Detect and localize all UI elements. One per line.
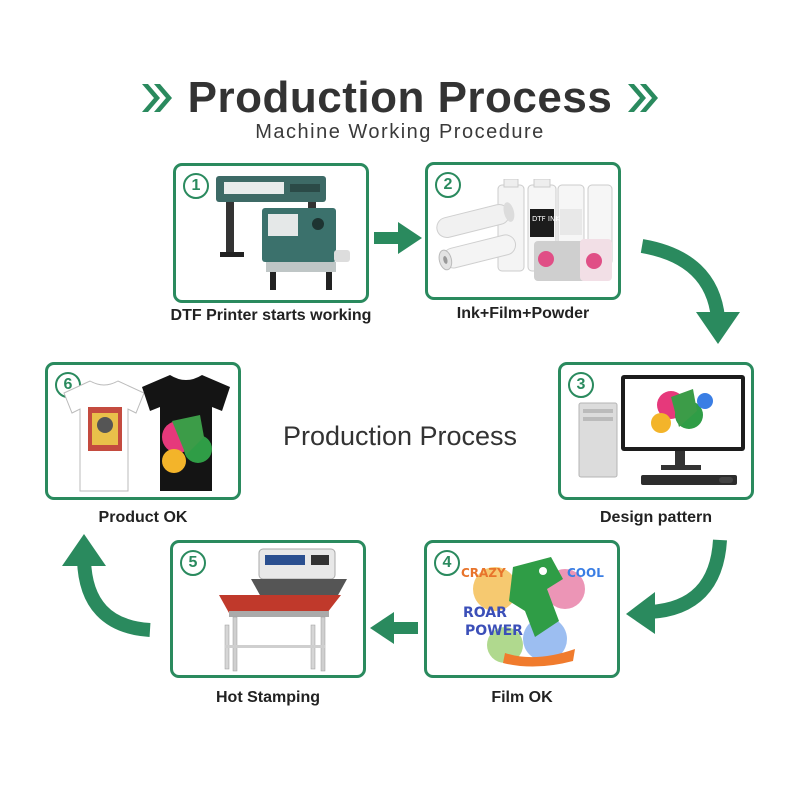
step-number: 1 bbox=[183, 173, 209, 199]
printed-film-artwork-icon: CRAZY ROAR POWER COOL bbox=[461, 557, 604, 667]
step-card-1: 1 bbox=[173, 163, 369, 303]
artwork-text: ROAR bbox=[463, 605, 507, 621]
artwork-text: CRAZY bbox=[461, 566, 506, 580]
curved-arrow-up-icon bbox=[62, 534, 151, 637]
ink-film-powder-icon: DTF INK bbox=[436, 179, 613, 281]
step-number: 5 bbox=[180, 550, 206, 576]
curved-arrow-down-icon bbox=[640, 239, 740, 344]
dtf-printer-icon bbox=[216, 176, 350, 290]
step-card-6: 6 bbox=[45, 362, 241, 500]
step-caption: DTF Printer starts working bbox=[170, 307, 372, 324]
step-caption: Hot Stamping bbox=[216, 689, 320, 706]
step-caption: Ink+Film+Powder bbox=[456, 305, 590, 322]
arrow-right-icon bbox=[374, 222, 422, 254]
curved-arrow-left-icon bbox=[626, 539, 727, 634]
title-row: Production Process bbox=[0, 70, 800, 126]
step-caption: Film OK bbox=[491, 689, 553, 706]
double-chevron-right-icon bbox=[628, 84, 658, 112]
subtitle: Machine Working Procedure bbox=[255, 121, 545, 143]
desktop-computer-icon bbox=[578, 375, 745, 485]
arrow-left-icon bbox=[370, 612, 418, 644]
ink-bottle-label: DTF INK bbox=[532, 215, 560, 223]
step-card-2: 2 DTF INK bbox=[425, 162, 621, 300]
artwork-text: POWER bbox=[465, 623, 523, 639]
step-card-3: 3 bbox=[558, 362, 754, 500]
double-chevron-right-icon bbox=[142, 84, 172, 112]
step-caption: Design pattern bbox=[599, 509, 712, 526]
page-title: Production Process bbox=[187, 73, 613, 122]
center-label: Production Process bbox=[282, 421, 518, 451]
heat-press-icon bbox=[219, 548, 347, 672]
step-caption: Product OK bbox=[98, 509, 188, 526]
step-number: 4 bbox=[434, 550, 460, 576]
step-card-5: 5 bbox=[170, 540, 366, 678]
artwork-text: COOL bbox=[567, 566, 604, 580]
step-card-4: 4 CRAZY ROAR POWER COOL bbox=[424, 540, 620, 678]
step-number: 2 bbox=[435, 172, 461, 198]
step-number: 3 bbox=[568, 372, 594, 398]
printed-tshirts-icon bbox=[63, 375, 230, 492]
